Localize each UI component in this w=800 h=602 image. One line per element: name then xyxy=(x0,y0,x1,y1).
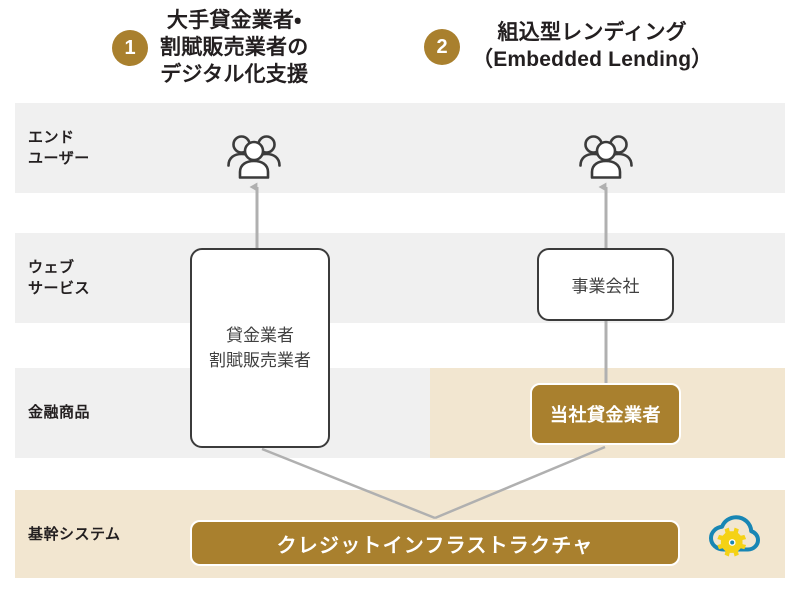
row-label-core-system: 基幹システム xyxy=(28,526,121,543)
people-group-icon xyxy=(227,135,281,179)
step-number-badge-1: 1 xyxy=(112,30,148,67)
heading-group-1: 1 大手貸金業者・ 割賦販売業者の デジタル化支援 xyxy=(112,8,412,89)
heading-group-2: 2 組込型レンディング （Embedded Lending） xyxy=(424,20,764,74)
step-number-badge-2: 2 xyxy=(424,28,460,65)
row-label-end-user: エンド ユーザー xyxy=(28,129,90,167)
node-credit-infrastructure[interactable]: クレジットインフラストラクチャ xyxy=(190,520,680,566)
row-label-web-service: ウェブ サービス xyxy=(28,259,91,297)
node-business-company[interactable]: 事業会社 xyxy=(537,248,674,321)
heading-label-2: 組込型レンディング （Embedded Lending） xyxy=(472,21,713,71)
node-our-lending-company[interactable]: 当社貸金業者 xyxy=(530,383,681,445)
heading-label-1: 大手貸金業者・ 割賦販売業者の デジタル化支援 xyxy=(160,9,309,86)
cloud-gear-icon xyxy=(709,515,760,557)
node-lender-installment-seller[interactable]: 貸金業者 割賦販売業者 xyxy=(190,248,330,448)
row-label-financial-product: 金融商品 xyxy=(28,404,91,421)
row-band-end-user xyxy=(15,103,785,193)
people-group-icon xyxy=(579,135,633,179)
